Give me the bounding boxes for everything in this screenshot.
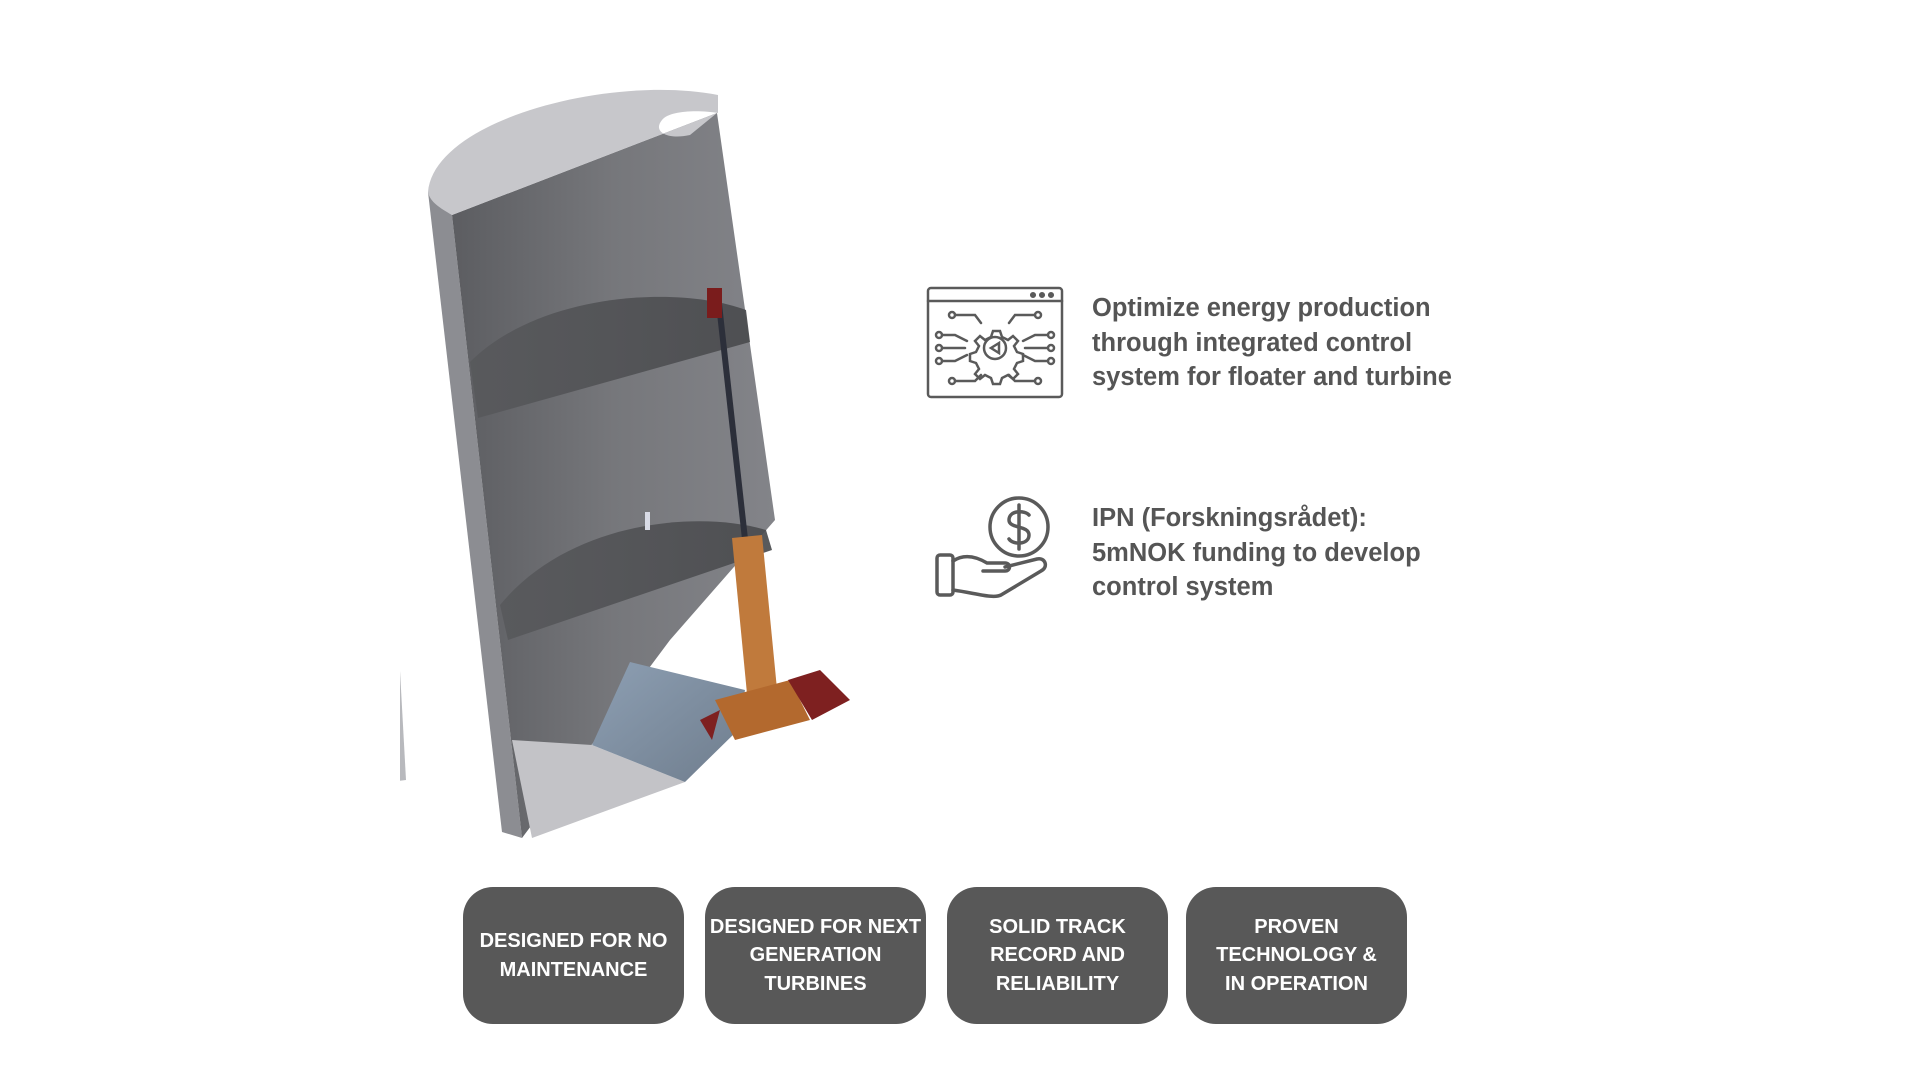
badge-line: IN OPERATION — [1225, 972, 1368, 995]
feature-line: through integrated control — [1092, 328, 1413, 357]
feature-control-system-text: Optimize energy production through integ… — [1092, 291, 1552, 395]
top-marker — [707, 288, 722, 318]
wall-edge — [428, 192, 522, 838]
feature-funding: IPN (Forskningsrådet): 5mNOK funding to … — [925, 495, 1545, 615]
feature-line: IPN (Forskningsrådet): — [1092, 504, 1367, 532]
badge-line: SOLID TRACK — [989, 915, 1126, 938]
feature-line: 5mNOK funding to develop — [1092, 538, 1421, 567]
feature-funding-text: IPN (Forskningsrådet): 5mNOK funding to … — [1092, 501, 1552, 605]
pump-column — [732, 535, 780, 725]
feature-line: Optimize energy production — [1092, 294, 1431, 322]
badge-line: TECHNOLOGY & — [1216, 944, 1377, 967]
badge-line: DESIGNED FOR NEXT — [709, 915, 922, 938]
hand-dollar-icon — [935, 496, 1050, 599]
badge-line: RECORD AND — [990, 944, 1125, 967]
badge-line: RELIABILITY — [995, 972, 1120, 995]
feature-line: system for floater and turbine — [1092, 363, 1452, 391]
lower-deck — [500, 521, 772, 640]
feature-control-system: Optimize energy production through integ… — [925, 285, 1545, 405]
person-figure — [645, 512, 650, 530]
pump-base — [715, 680, 810, 740]
circuit-gear-window-icon — [926, 286, 1064, 399]
top-cap — [428, 89, 718, 215]
badge-line: GENERATION — [749, 944, 882, 967]
badge-line: TURBINES — [764, 972, 867, 995]
side-fin — [400, 670, 406, 781]
badge-next-generation: DESIGNED FOR NEXT GENERATION TURBINES — [705, 887, 926, 1024]
badge-line: PROVEN — [1254, 915, 1339, 938]
interior-wall — [452, 113, 775, 838]
badge-line: DESIGNED FOR NO — [479, 930, 668, 952]
badge-track-record: SOLID TRACK RECORD AND RELIABILITY — [947, 887, 1168, 1024]
pump-arm — [788, 670, 850, 720]
feature-line: control system — [1092, 573, 1274, 601]
floater-column-cutaway-illustration — [400, 89, 850, 838]
badge-proven-technology: PROVEN TECHNOLOGY & IN OPERATION — [1186, 887, 1407, 1024]
badge-no-maintenance: DESIGNED FOR NO MAINTENANCE — [463, 887, 684, 1024]
badge-line: MAINTENANCE — [499, 958, 648, 981]
upper-deck — [470, 296, 750, 418]
base-inner-surface — [592, 662, 745, 782]
pump-foot — [700, 710, 720, 740]
base-face — [512, 740, 685, 838]
